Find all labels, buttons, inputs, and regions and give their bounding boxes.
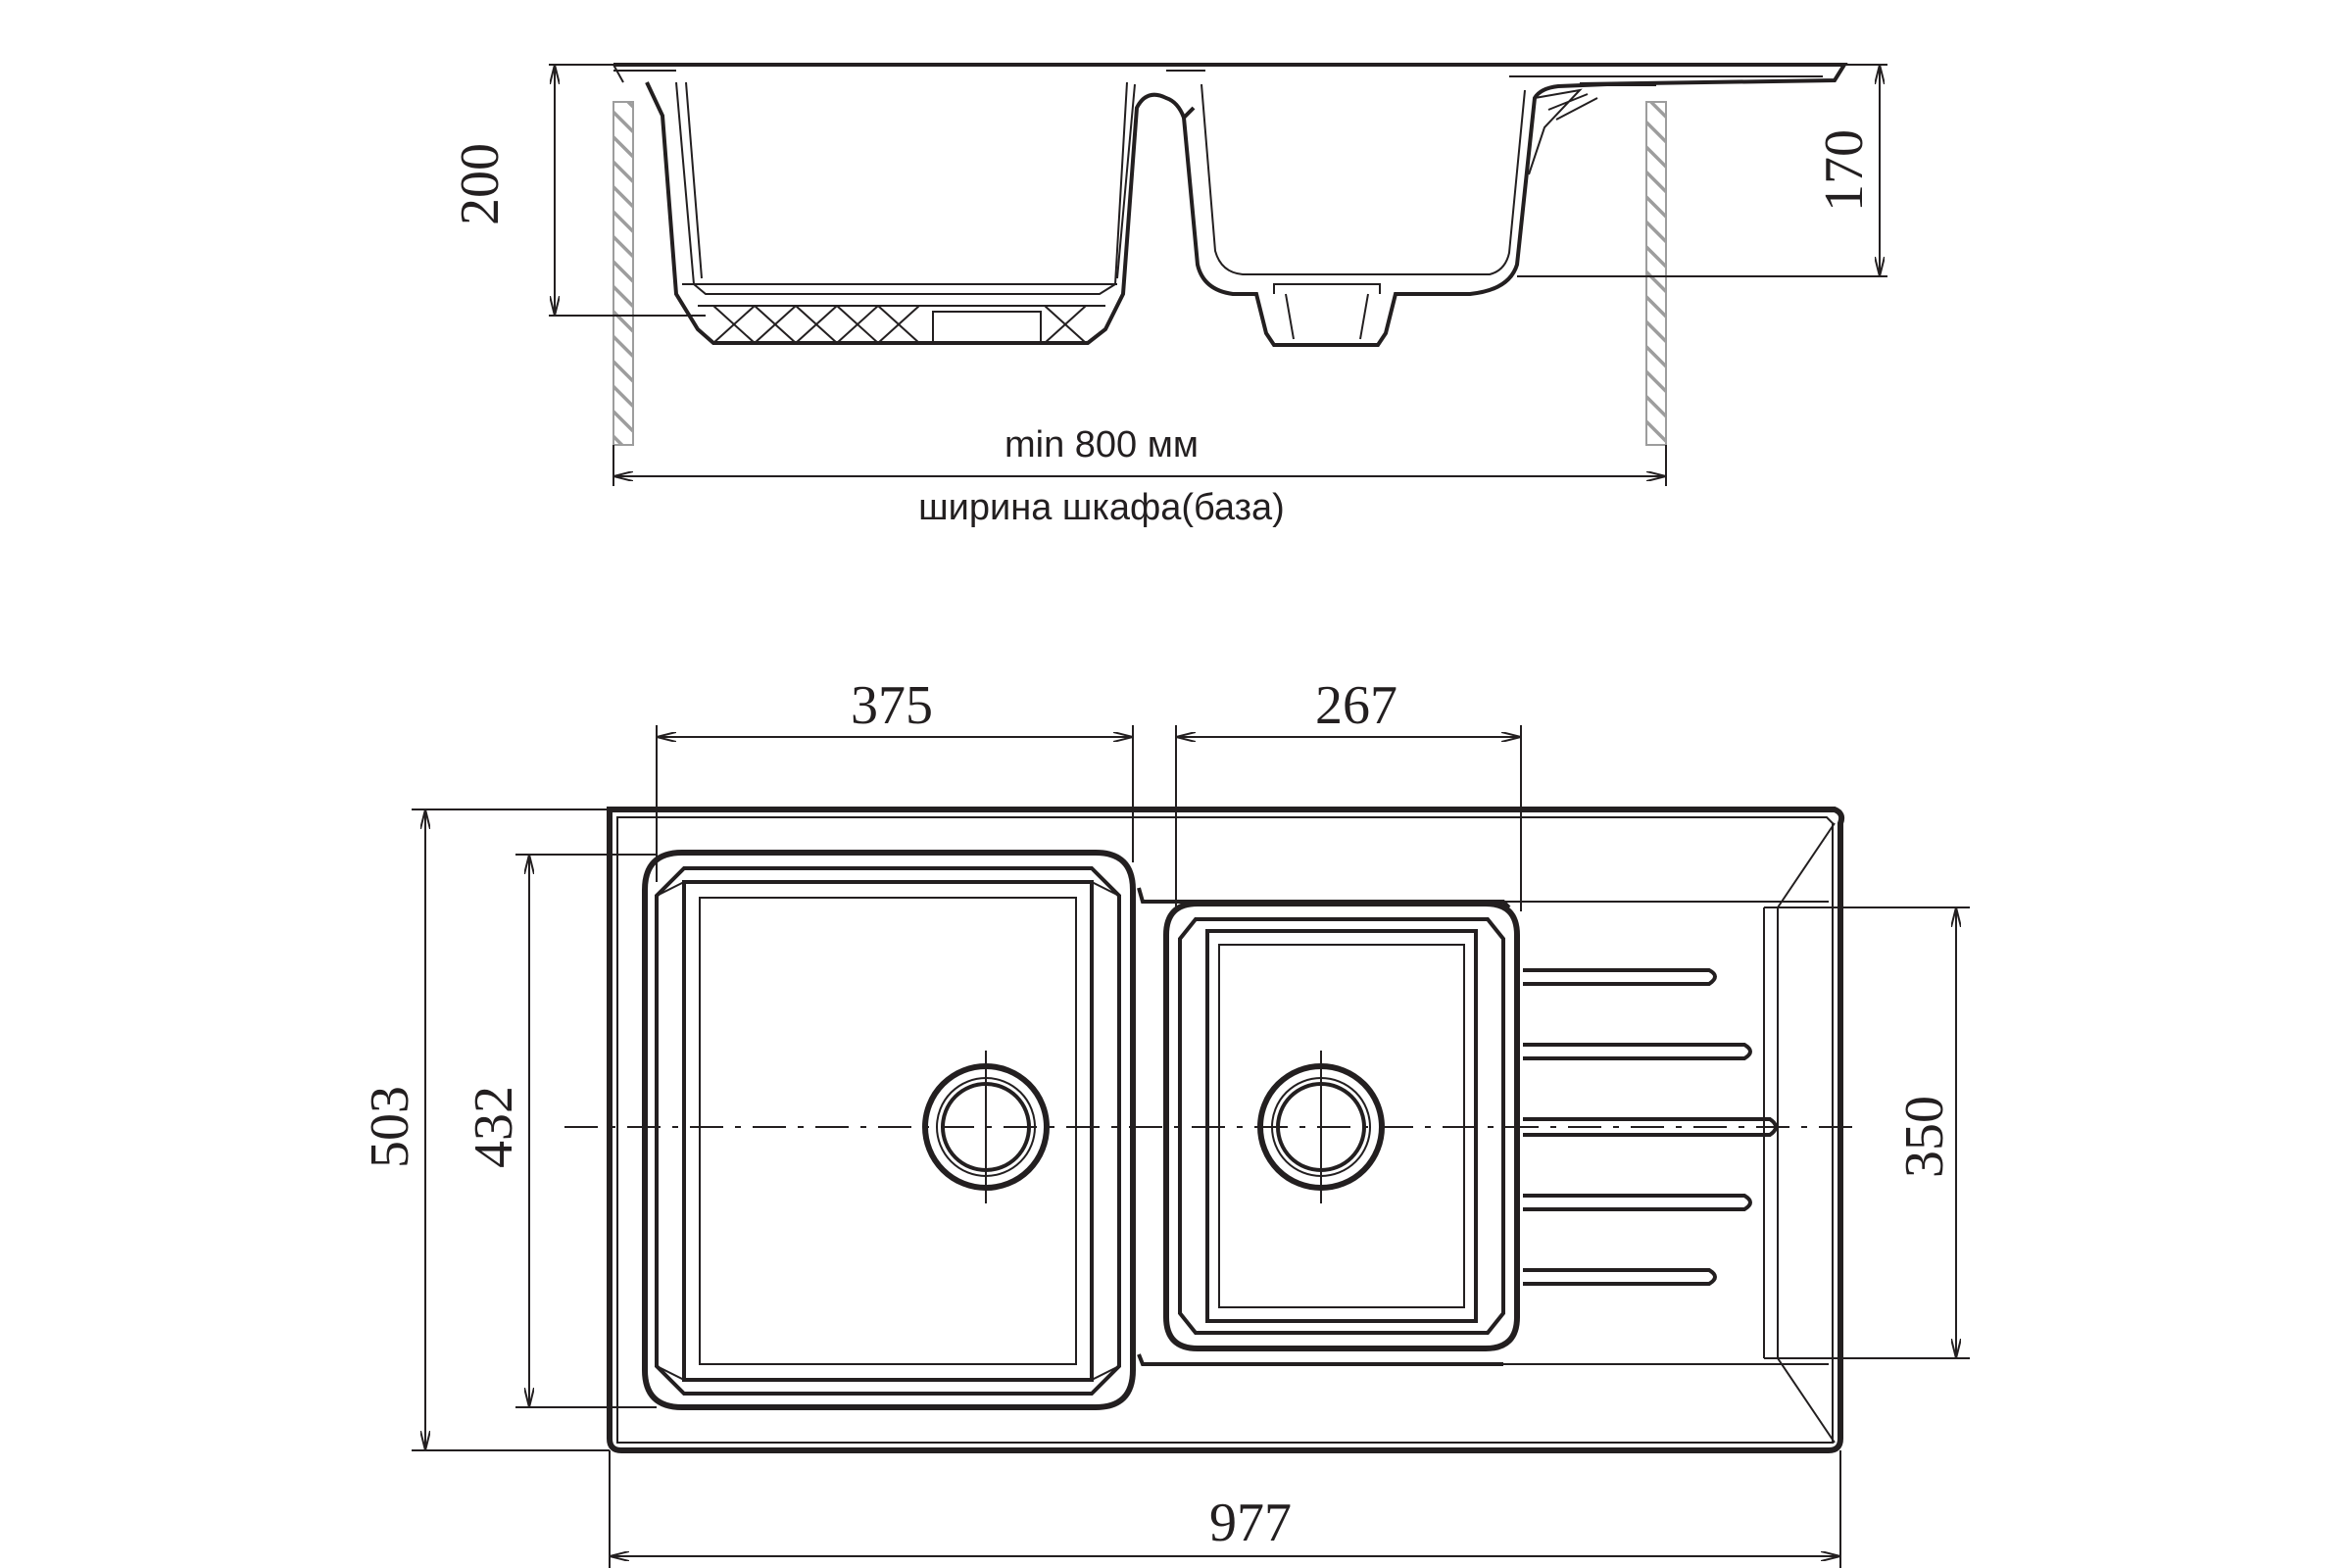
- dimension-small-bowl-depth: 350: [1764, 906, 1970, 1359]
- large-bowl-top: [642, 850, 1136, 1410]
- dimension-overall-depth: 503: [360, 808, 610, 1451]
- dimension-small-bowl-width: 267: [1175, 675, 1522, 911]
- dim-label-200: 200: [450, 143, 511, 225]
- left-cabinet-wall: [612, 101, 634, 446]
- dim-label-503: 503: [360, 1086, 420, 1168]
- small-bowl-profile: [1182, 82, 1656, 347]
- dim-label-432: 432: [464, 1086, 524, 1168]
- sink-outline: [607, 807, 1845, 1453]
- dim-label-350: 350: [1894, 1096, 1955, 1178]
- dim-label-375: 375: [851, 675, 933, 736]
- dimension-large-bowl-width: 375: [656, 675, 1134, 882]
- dimension-depth-200: 200: [450, 64, 706, 317]
- large-bowl-profile: [645, 81, 1196, 345]
- cabinet-min-label: min 800 мм: [1004, 424, 1199, 466]
- dimension-cabinet-width: min 800 мм ширина шкафа(база): [612, 424, 1667, 528]
- dimension-overall-width: 977: [609, 1450, 1841, 1568]
- right-cabinet-wall: [1645, 101, 1667, 446]
- cabinet-width-label: ширина шкафа(база): [918, 487, 1285, 528]
- large-bowl-lattice: [698, 305, 1105, 344]
- dim-label-170: 170: [1814, 129, 1875, 212]
- top-plan-view: [564, 807, 1858, 1453]
- dim-label-977: 977: [1209, 1493, 1292, 1553]
- side-section-view: [612, 63, 1848, 446]
- dimension-depth-170: 170: [1517, 64, 1887, 277]
- dim-label-267: 267: [1315, 675, 1397, 736]
- dimension-large-bowl-depth: 432: [464, 854, 657, 1408]
